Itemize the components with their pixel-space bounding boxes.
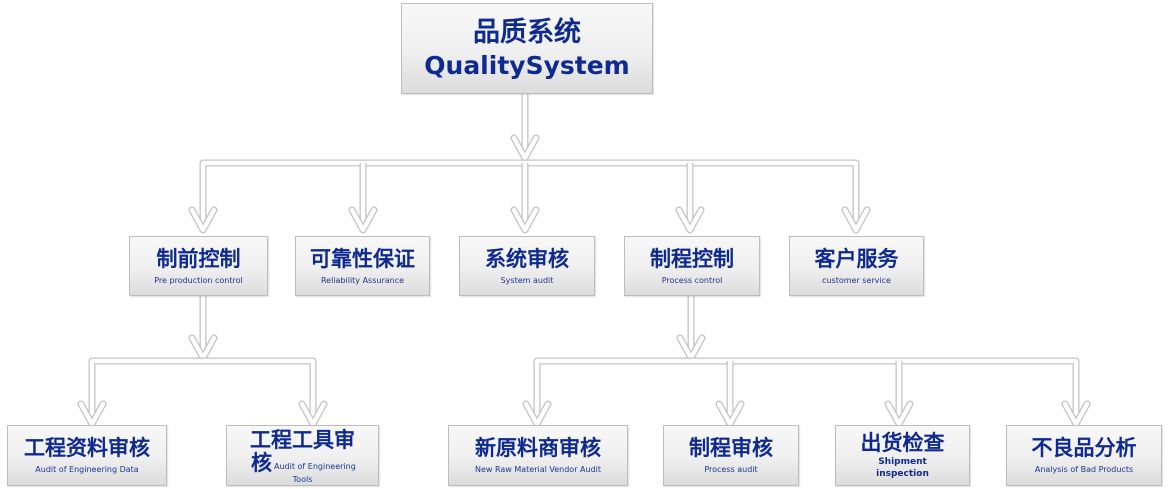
node-title-zh: 制程审核: [689, 436, 773, 460]
node-title-en: New Raw Material Vendor Audit: [474, 465, 602, 474]
node-audit-engineering-tools[interactable]: 工程工具审 核 Audit of Engineering Tools: [226, 425, 379, 486]
node-title-zh: 不良品分析: [1031, 436, 1137, 460]
node-title-zh: 系统审核: [485, 246, 569, 271]
node-title-en: Pre production control: [154, 275, 243, 285]
node-title-zh: 客户服务: [814, 246, 899, 271]
connector-process-bar-inner: [534, 358, 1079, 403]
connector-preprod-bar: [88, 357, 317, 403]
node-title-en: Process control: [661, 275, 723, 285]
arrow-root-inner: [511, 135, 539, 161]
node-shipment-inspection[interactable]: 出货检查 Shipment inspection: [835, 425, 970, 486]
node-title-zh: 制程控制: [650, 246, 734, 271]
node-title-en-line2: Tools: [292, 475, 313, 484]
arrow-preprod-leaf-1-inner: [78, 401, 106, 427]
node-process-control[interactable]: 制程控制 Process control: [624, 236, 760, 296]
node-title-en-line2: inspection: [876, 469, 929, 479]
node-title-zh: 可靠性保证: [310, 246, 415, 271]
node-title-en-line1: Shipment: [878, 457, 927, 467]
node-title-en-line1: Audit of Engineering: [274, 462, 356, 471]
node-title-zh: 制前控制: [156, 246, 241, 271]
node-title-en: Analysis of Bad Products: [1034, 465, 1134, 474]
arrow-preprod-leaf-2-inner: [299, 401, 327, 427]
node-customer-service[interactable]: 客户服务 customer service: [789, 236, 924, 296]
node-title-line2: 核 Audit of Engineering: [227, 452, 378, 474]
node-title-en: customer service: [822, 275, 891, 285]
arrow-process-leaf-4-inner: [1062, 401, 1090, 427]
arrow-process-leaf-3-inner: [885, 401, 913, 427]
node-quality-system[interactable]: 品质系统 QualitySystem: [401, 3, 653, 94]
node-reliability-assurance[interactable]: 可靠性保证 Reliability Assurance: [295, 236, 430, 296]
node-system-audit[interactable]: 系统审核 System audit: [459, 236, 595, 296]
node-title-en: Audit of Engineering Data: [35, 465, 139, 474]
node-title-zh: 新原料商审核: [475, 436, 601, 460]
node-title-zh: 品质系统: [473, 16, 581, 48]
node-title-zh: 工程资料审核: [24, 436, 150, 460]
arrow-level2-2-inner: [349, 207, 377, 233]
connector-preprod-bar-inner: [89, 358, 316, 403]
arrow-level2-3-inner: [511, 207, 539, 233]
arrow-process-leaf-2-inner: [716, 401, 744, 427]
arrow-level2-4-inner: [676, 207, 704, 233]
node-title-en: Reliability Assurance: [320, 275, 405, 285]
connector-level2-bar-inner: [200, 160, 859, 210]
node-new-raw-material-vendor-audit[interactable]: 新原料商审核 New Raw Material Vendor Audit: [448, 425, 628, 486]
connector-process-bar: [533, 357, 1080, 403]
arrow-level2-5-inner: [842, 207, 870, 233]
node-title-en: QualitySystem: [424, 50, 630, 80]
node-title-en: System audit: [500, 275, 554, 285]
node-title-zh-line1: 工程工具审: [250, 428, 355, 452]
node-pre-production-control[interactable]: 制前控制 Pre production control: [129, 236, 268, 296]
arrow-level2-1-inner: [189, 207, 217, 233]
connector-level2-bar: [199, 159, 860, 210]
node-audit-engineering-data[interactable]: 工程资料审核 Audit of Engineering Data: [7, 425, 167, 486]
node-analysis-bad-products[interactable]: 不良品分析 Analysis of Bad Products: [1006, 425, 1162, 486]
node-title-zh: 出货检查: [860, 431, 945, 455]
node-title-zh-line2: 核: [251, 451, 272, 475]
arrow-process-leaf-1-inner: [523, 401, 551, 427]
node-process-audit[interactable]: 制程审核 Process audit: [663, 425, 799, 486]
node-title-en: Process audit: [704, 465, 758, 474]
